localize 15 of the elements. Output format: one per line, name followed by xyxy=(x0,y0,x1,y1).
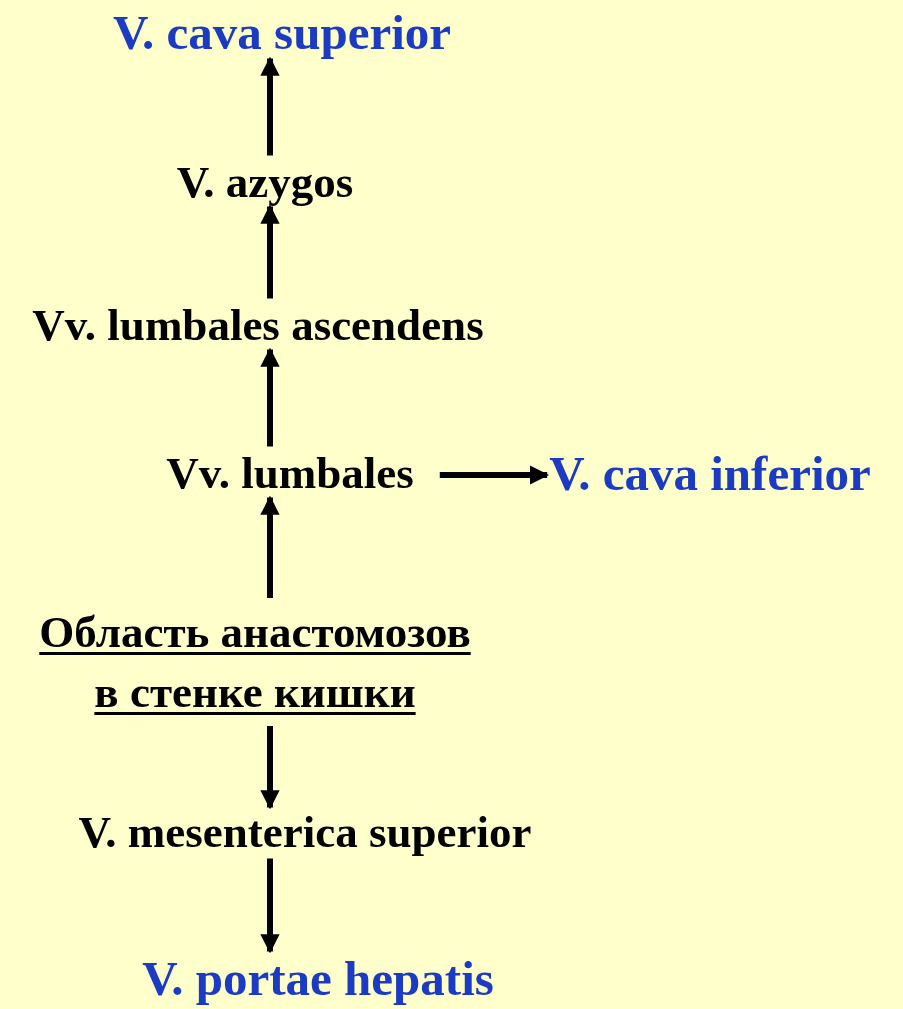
arrow xyxy=(260,495,280,598)
region-heading: Область анастомозов в стенке кишки xyxy=(25,602,485,722)
arrow xyxy=(260,347,280,447)
vein-label: V. cava inferior xyxy=(549,448,871,498)
arrow xyxy=(260,56,280,156)
vein-label: V. azygos xyxy=(176,159,354,205)
vein-label: Vv. lumbales ascendens xyxy=(32,302,484,348)
vein-label: V. portae hepatis xyxy=(142,953,494,1003)
arrow xyxy=(260,858,280,954)
arrow xyxy=(439,465,550,485)
arrow xyxy=(260,726,280,810)
vein-label: Vv. lumbales xyxy=(166,450,414,496)
arrow xyxy=(260,204,280,299)
vein-label: V. cava superior xyxy=(113,7,451,57)
vein-label: V. mesenterica superior xyxy=(78,809,532,855)
